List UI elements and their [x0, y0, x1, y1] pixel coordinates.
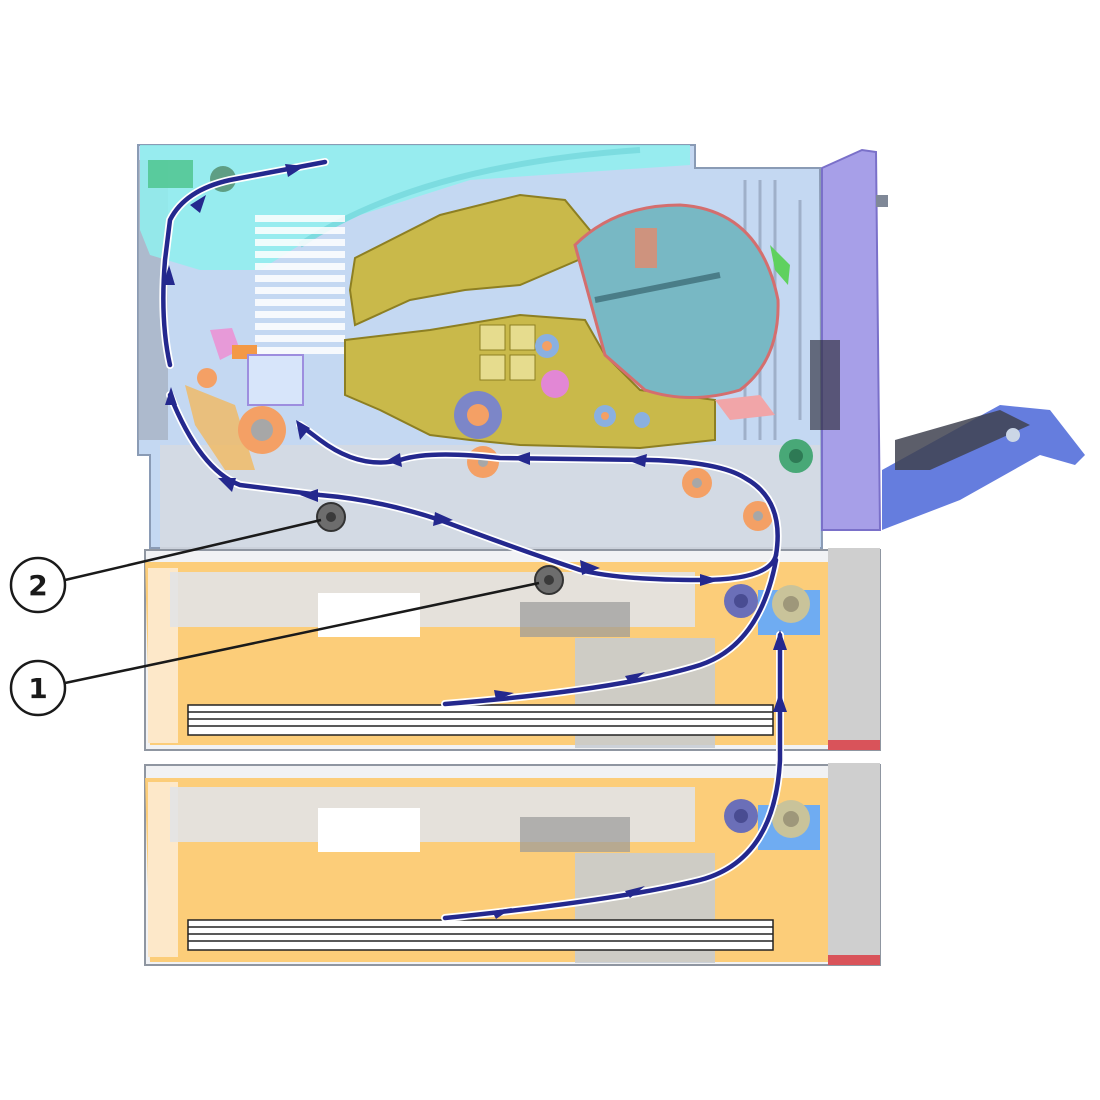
arrow-icon: [433, 512, 453, 526]
top-cover: [140, 145, 690, 270]
green-lever: [770, 245, 790, 285]
arrow-icon: [580, 560, 600, 575]
toner-bracket: [715, 395, 775, 420]
arrow-icon: [190, 195, 206, 213]
callout-1-label: 1: [28, 672, 47, 705]
arrow-icon: [773, 630, 787, 650]
path-duplex-upper: [297, 422, 780, 558]
fuser-sensor: [247, 354, 304, 406]
imaging-unit-lower: [344, 313, 716, 450]
arrow-icon: [218, 478, 236, 492]
paper-stack-tray-2: [187, 919, 774, 951]
callout-2-leader: [64, 518, 322, 582]
path-tray-1-feed: [442, 557, 779, 707]
vent-grille: [255, 215, 345, 354]
green-roller-right-core: [789, 449, 803, 463]
paper-path: [159, 158, 787, 922]
arrow-icon: [300, 489, 318, 502]
printer-body: [137, 144, 824, 550]
exit-roller-small: [197, 368, 217, 388]
arrow-icon: [773, 692, 787, 712]
multipurpose-tray: [882, 405, 1085, 530]
callout-2-label: 2: [28, 569, 47, 602]
callout-1-leader: [64, 581, 540, 685]
arrow-icon: [625, 886, 645, 898]
fuser-guide: [185, 385, 255, 470]
paper-stack-tray-1: [187, 704, 774, 736]
imaging-unit-windows: [479, 324, 536, 381]
arrow-icon: [165, 387, 177, 405]
arrow-icon: [386, 453, 402, 467]
path-exit: [161, 159, 328, 368]
callout-1: 1: [9, 581, 540, 717]
imaging-unit-upper: [348, 193, 600, 327]
green-part-topleft: [148, 160, 193, 188]
rollers: [197, 166, 810, 838]
callout-2-circle: [9, 556, 67, 614]
laser-gear: [635, 228, 657, 268]
arrow-icon: [627, 454, 647, 467]
arrow-icon: [625, 672, 645, 684]
top-cover-arc: [298, 147, 641, 248]
path-tray-2-feed: [442, 632, 783, 921]
magenta-gear: [541, 370, 569, 398]
arrow-icon: [494, 690, 514, 700]
laser-scanner-unit: [573, 203, 780, 399]
arrow-icon: [296, 420, 310, 440]
laser-lever: [594, 272, 721, 303]
callout-1-circle: [9, 659, 67, 717]
arrow-icon: [285, 164, 305, 177]
front-door: [810, 148, 888, 531]
arrow-icon: [163, 265, 175, 285]
arrow-icon: [700, 574, 720, 586]
callout-2: 2: [9, 518, 322, 614]
arrow-icon: [512, 452, 530, 465]
idle-roller: [634, 412, 650, 428]
arrow-icon: [492, 908, 512, 919]
